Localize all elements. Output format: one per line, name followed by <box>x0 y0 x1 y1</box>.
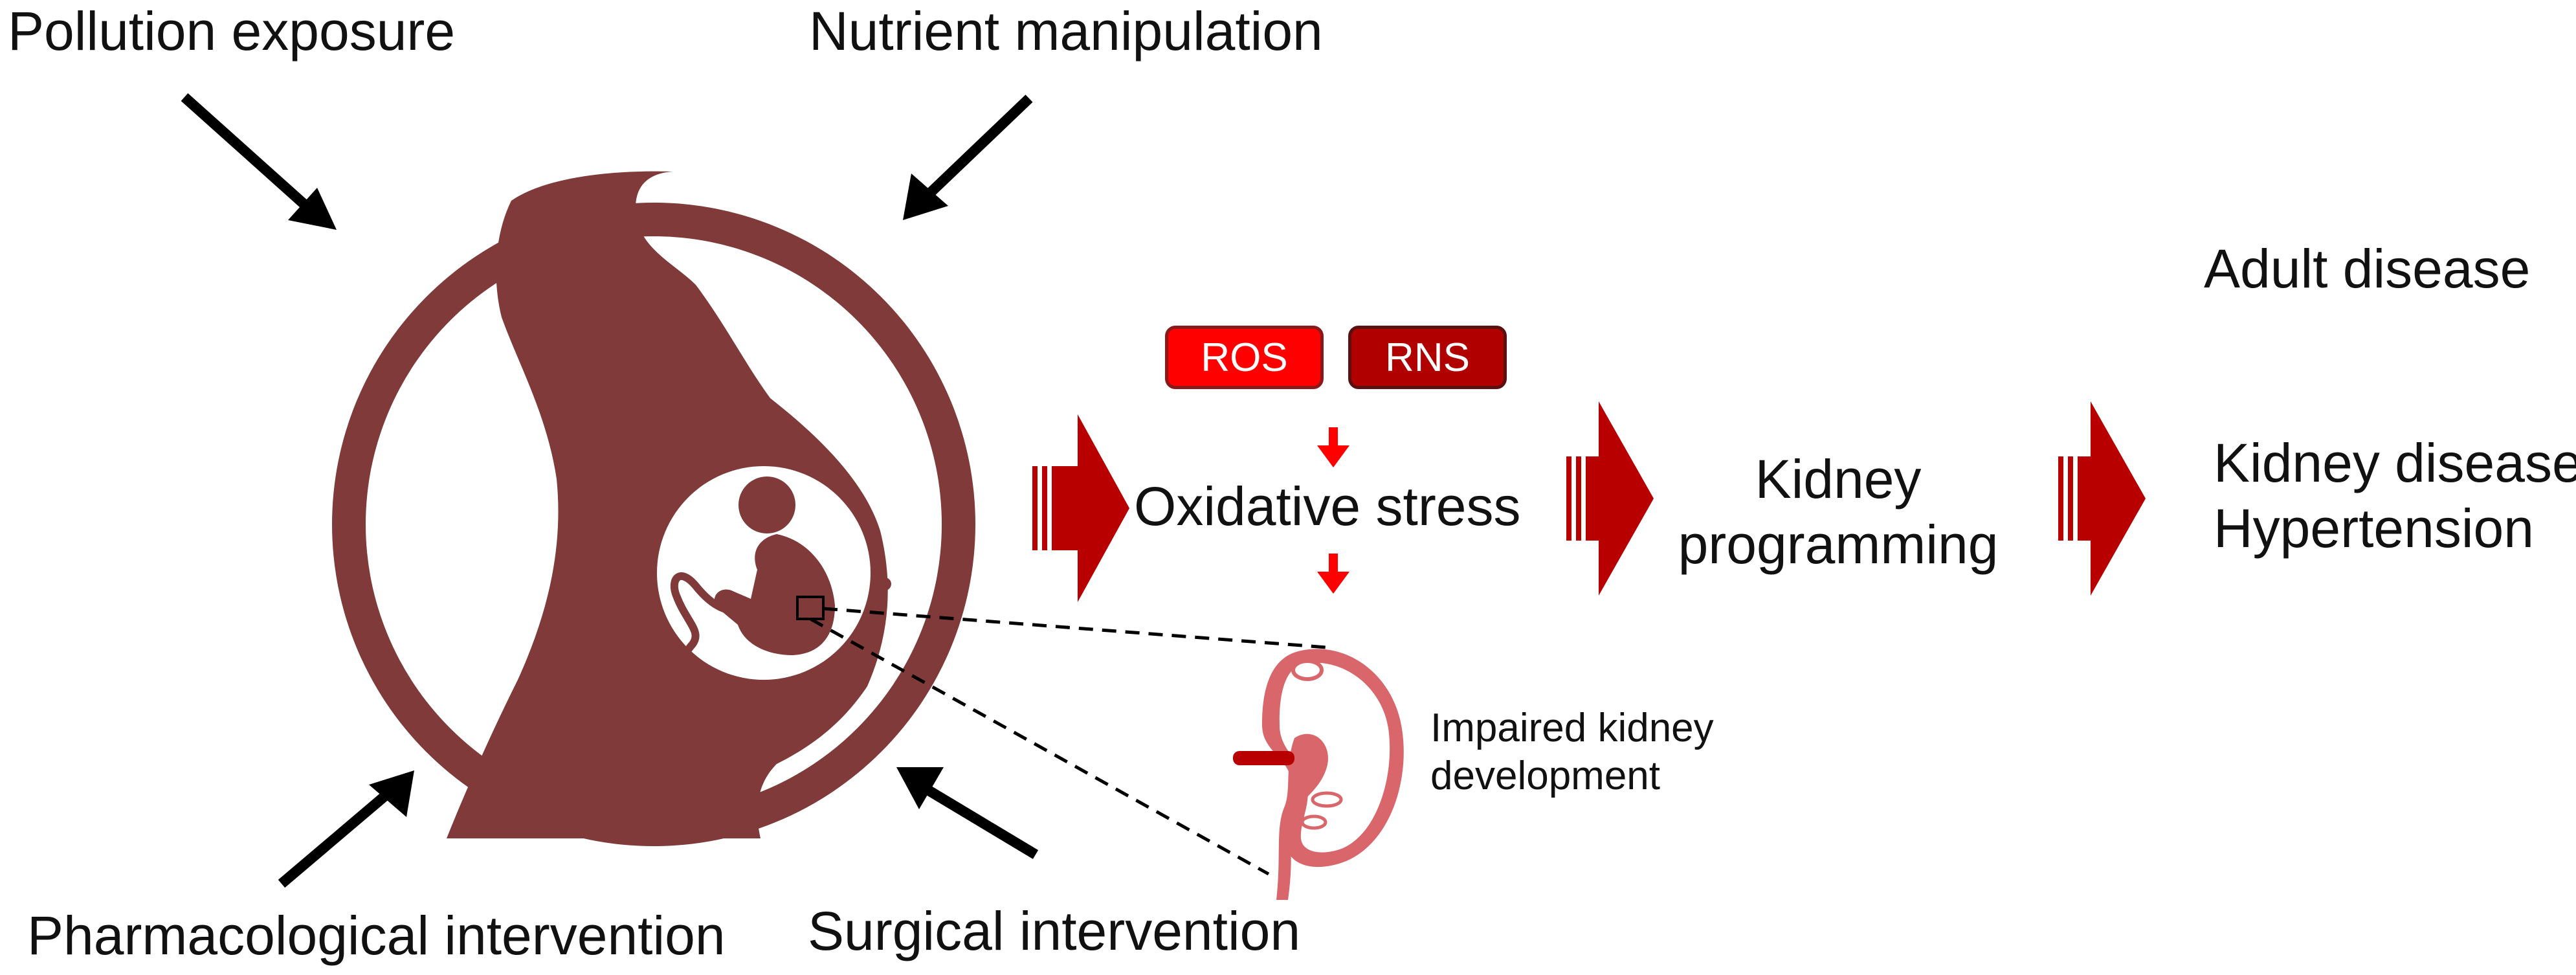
nutrient-arrow <box>925 95 1033 198</box>
zoom-line-bottom <box>809 617 1270 876</box>
zoom-line-top <box>823 607 1327 649</box>
stress-to-kidney-arrow <box>1317 554 1349 594</box>
umbilical-cord <box>670 572 754 665</box>
impaired-kidney-line-2: development <box>1430 754 1661 799</box>
exposure-arrows <box>181 93 1039 888</box>
oxidative-stress-label: Oxidative stress <box>1134 476 1521 537</box>
kidney-programming-label: Kidney programming <box>1676 447 2000 577</box>
nutrient-manipulation-label: Nutrient manipulation <box>809 1 1323 62</box>
pollution-arrow <box>181 93 311 211</box>
flow-arrow-icon <box>1032 401 2146 602</box>
pollution-arrowhead <box>288 188 337 230</box>
pharmacological-intervention-label: Pharmacological intervention <box>27 905 726 966</box>
adult-disease-list: Kidney disease Hypertension <box>2214 431 2576 561</box>
rns-badge: RNS <box>1348 326 1507 389</box>
ros-to-stress-arrow <box>1317 427 1349 467</box>
calyx-2 <box>1300 814 1327 830</box>
kidney-icon <box>1233 649 1404 900</box>
impaired-kidney-label: Impaired kidney development <box>1430 704 1714 801</box>
navel <box>878 577 891 590</box>
kidney-cap <box>1291 659 1324 681</box>
kidney-programming-line-1: Kidney <box>1755 449 1922 510</box>
fetus-body <box>714 534 835 655</box>
pollution-exposure-label: Pollution exposure <box>8 1 456 62</box>
fetus-head <box>738 476 795 533</box>
fetus-icon <box>670 476 835 665</box>
surgical-arrowhead <box>896 767 944 809</box>
surgical-intervention-label: Surgical intervention <box>808 901 1301 961</box>
surgical-arrow <box>919 782 1039 859</box>
flow-arrow-3 <box>2058 401 2146 596</box>
kidney-programming-line-2: programming <box>1678 513 1999 575</box>
flow-arrow-1 <box>1032 414 1129 602</box>
impaired-kidney-line-1: Impaired kidney <box>1430 706 1714 750</box>
hypertension-item: Hypertension <box>2214 497 2534 559</box>
pharmacological-arrowhead <box>369 770 414 817</box>
adult-disease-title: Adult disease <box>2204 238 2531 299</box>
renal-vessel <box>1233 751 1294 765</box>
renal-pelvis <box>1276 734 1328 900</box>
kidney-inner <box>1279 662 1390 853</box>
pregnant-mother-icon <box>332 171 975 846</box>
flow-arrow-2 <box>1566 401 1654 596</box>
nutrient-arrowhead <box>903 174 948 220</box>
small-arrows <box>1317 427 1349 594</box>
kidney-disease-item: Kidney disease <box>2214 432 2576 493</box>
pharmacological-arrow <box>278 789 392 888</box>
ros-badge: ROS <box>1165 326 1324 389</box>
calyx-1 <box>1311 791 1343 808</box>
